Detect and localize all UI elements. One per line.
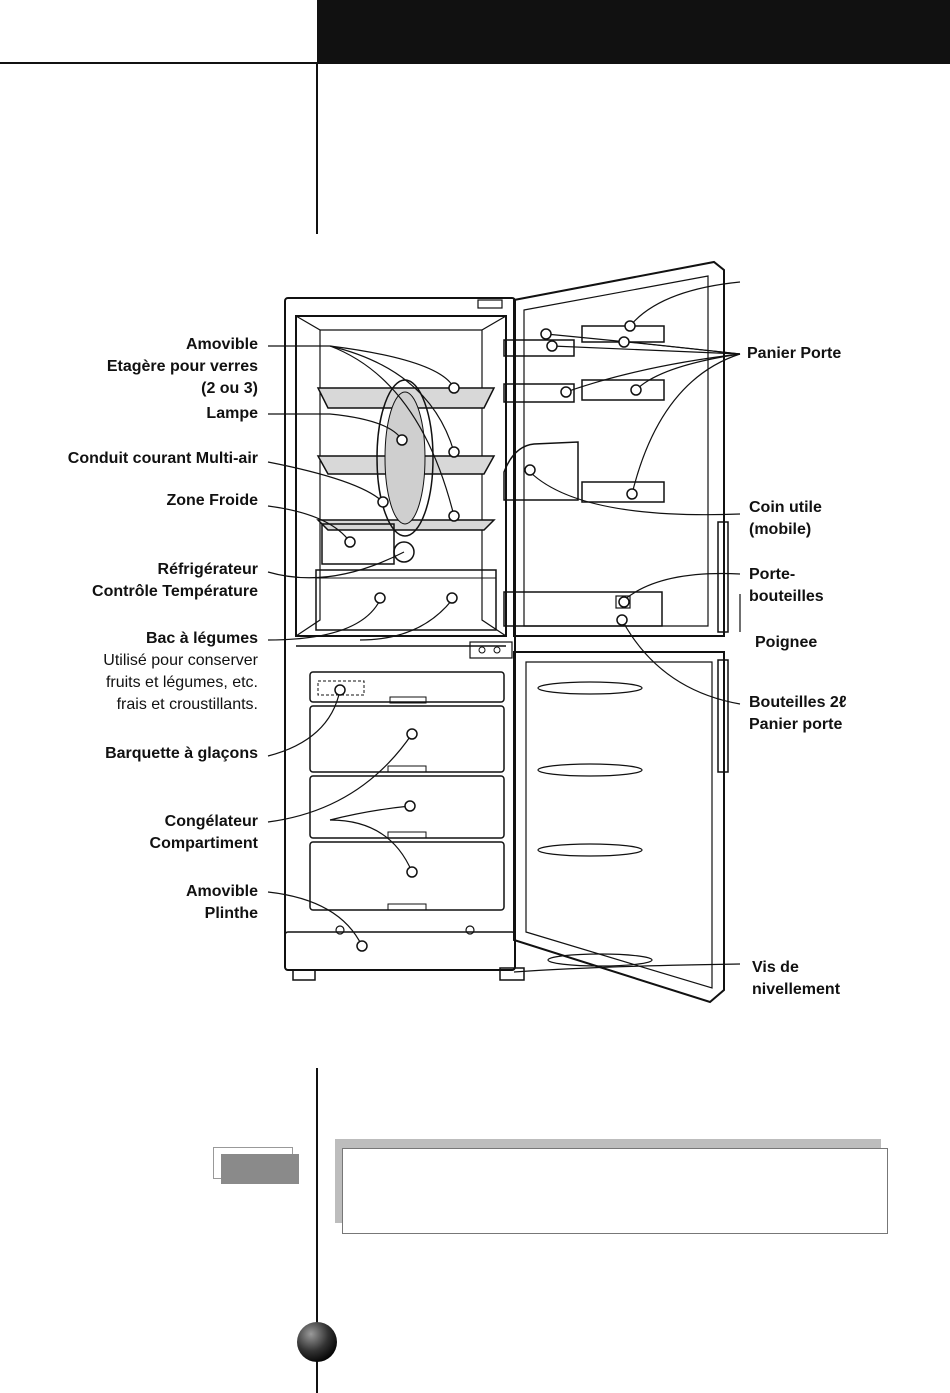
label-bac-legumes: Bac à légumes Utilisé pour conserver fru… [103,630,258,713]
label-conduit: Conduit courant Multi-air [67,450,258,467]
label-vis-nivellement: Vis de nivellement [752,959,841,998]
fridge-door [513,260,725,637]
label-refrigerateur: Réfrigérateur Contrôle Température [92,561,258,600]
temperature-dial [393,541,415,563]
label-congelateur: Congélateur Compartiment [149,813,258,852]
label-zone-froide: Zone Froide [166,492,258,509]
note-box [342,1148,888,1234]
label-amovible-etagere: Amovible Etagère pour verres (2 ou 3) [106,336,258,397]
door-bin [503,383,575,403]
page-marker-icon [297,1322,337,1362]
leveling-foot [499,967,525,981]
label-porte-bouteilles: Porte- bouteilles [749,566,824,605]
label-lampe: Lampe [206,405,258,422]
freezer-drawer [309,705,505,773]
freezer-door [513,651,725,1004]
handle [717,659,729,773]
label-panier-porte: Panier Porte [747,345,842,362]
door-bin [581,481,665,503]
bottle-basket [503,591,663,627]
plinth [284,931,516,971]
margin-rule-top [316,62,318,234]
door-bin [503,339,575,357]
label-barquette: Barquette à glaçons [105,745,258,762]
cold-zone-box [321,523,395,565]
header-rule [0,62,317,64]
header-bar [317,0,950,64]
bottle-holder [615,595,631,609]
leveling-foot [292,969,316,981]
lamp [384,391,426,525]
label-coin-utile: Coin utile (mobile) [749,499,822,538]
utility-corner [503,441,579,501]
glass-shelf [316,519,496,531]
crisper-drawer [315,569,497,631]
handle [717,521,729,633]
fridge-compartment [295,315,507,637]
label-poignee: Poignee [755,634,818,651]
note-tab [221,1154,299,1184]
ice-tray-drawer [309,671,505,703]
door-bin [581,379,665,401]
label-bouteilles-panier: Bouteilles 2ℓ Panier porte [749,694,847,733]
label-amovible-plinthe: Amovible Plinthe [185,883,258,922]
freezer-drawer [309,841,505,911]
margin-rule-bottom [316,1068,318,1393]
